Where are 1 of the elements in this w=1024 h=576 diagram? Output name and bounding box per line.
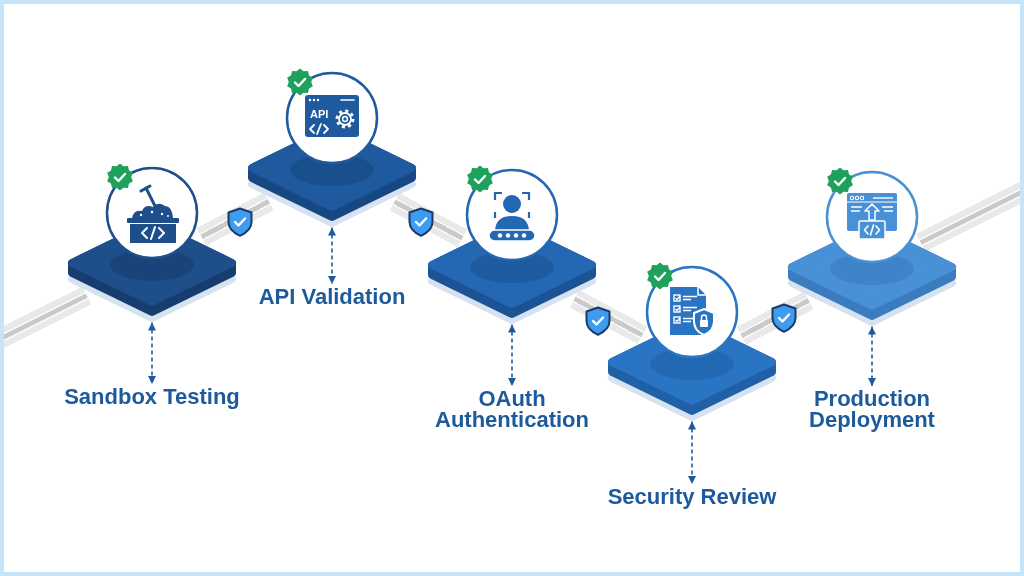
icon-text: API: [310, 108, 329, 121]
